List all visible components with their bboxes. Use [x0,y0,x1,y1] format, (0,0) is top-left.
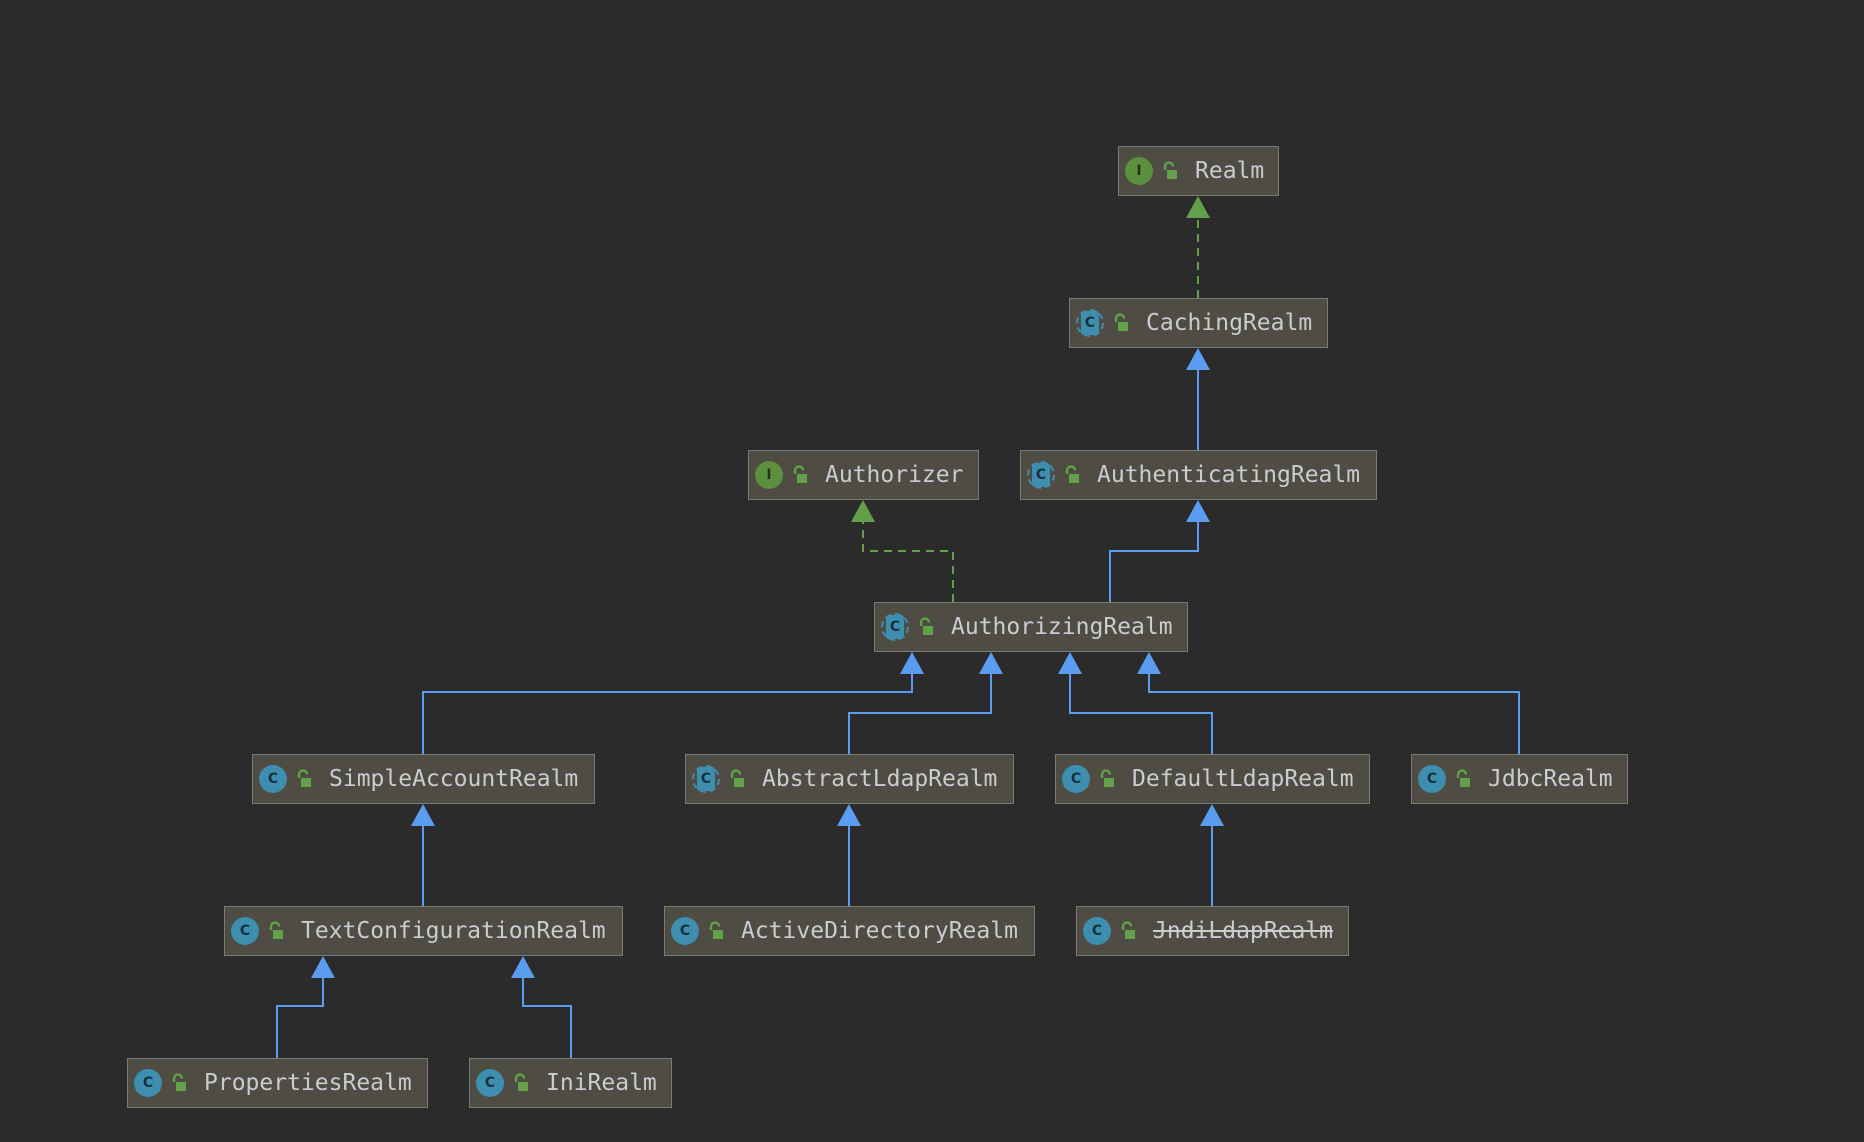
class-name: JdbcRealm [1488,766,1613,792]
class-name: PropertiesRealm [204,1070,412,1096]
edge-properties-to-textconfig [276,956,335,1058]
public-lock-icon [789,464,811,486]
class-name: JndiLdapRealm [1153,918,1334,944]
edge-arrowhead [1137,652,1161,674]
class-name: Realm [1195,158,1265,184]
class-node-jdbc[interactable]: C JdbcRealm [1411,754,1628,804]
edge-line [1109,522,1199,602]
class-node-activedirectory[interactable]: C ActiveDirectoryRealm [664,906,1035,956]
interface-icon: I [755,461,783,489]
public-lock-icon [293,768,315,790]
public-lock-icon [915,616,937,638]
class-node-abstractldap[interactable]: C AbstractLdapRealm [685,754,1014,804]
edge-arrowhead [837,804,861,826]
class-name: DefaultLdapRealm [1132,766,1354,792]
edge-arrowhead [1058,652,1082,674]
public-lock-icon [1117,920,1139,942]
edge-jdbc-to-authorizing [1137,652,1520,754]
class-node-authenticating[interactable]: C AuthenticatingRealm [1020,450,1377,500]
class-name: AbstractLdapRealm [762,766,998,792]
edge-line [862,522,954,602]
public-lock-icon [1096,768,1118,790]
class-icon: C [1062,765,1090,793]
class-node-realm[interactable]: I Realm [1118,146,1279,196]
edge-simpleaccount-to-authorizing [422,652,924,754]
kind-letter: C [1032,463,1050,487]
class-icon: C [259,765,287,793]
edge-arrowhead [1186,196,1210,218]
public-lock-icon [705,920,727,942]
class-node-authorizer[interactable]: I Authorizer [748,450,979,500]
class-name: IniRealm [546,1070,657,1096]
edge-arrowhead [979,652,1003,674]
class-icon: C [134,1069,162,1097]
class-node-defaultldap[interactable]: C DefaultLdapRealm [1055,754,1370,804]
class-node-jndildap[interactable]: C JndiLdapRealm [1076,906,1349,956]
edge-arrowhead [851,500,875,522]
edge-arrowhead [900,652,924,674]
class-icon: C [231,917,259,945]
kind-letter: C [697,767,715,791]
interface-icon: I [1125,157,1153,185]
edge-jndildap-to-defaultldap [1200,804,1224,906]
edge-textconfig-to-simpleaccount [411,804,435,906]
edge-arrowhead [1186,500,1210,522]
class-node-caching[interactable]: C CachingRealm [1069,298,1328,348]
edge-defaultldap-to-authorizing [1058,652,1213,754]
public-lock-icon [1452,768,1474,790]
public-lock-icon [510,1072,532,1094]
edge-line [848,674,992,754]
class-node-ini[interactable]: C IniRealm [469,1058,672,1108]
abstract-class-icon: C [881,613,909,641]
class-icon: C [1418,765,1446,793]
kind-letter: C [1081,311,1099,335]
class-name: AuthorizingRealm [951,614,1173,640]
edge-arrowhead [1186,348,1210,370]
edge-line [422,674,913,754]
class-node-properties[interactable]: C PropertiesRealm [127,1058,428,1108]
class-name: AuthenticatingRealm [1097,462,1361,488]
public-lock-icon [1061,464,1083,486]
edge-line [276,978,324,1058]
edge-arrowhead [511,956,535,978]
edge-ini-to-textconfig [511,956,572,1058]
abstract-class-icon: C [1027,461,1055,489]
edge-arrowhead [311,956,335,978]
edge-activedirectory-to-abstractldap [837,804,861,906]
abstract-class-icon: C [1076,309,1104,337]
class-icon: C [1083,917,1111,945]
class-name: TextConfigurationRealm [301,918,606,944]
class-name: Authorizer [825,462,964,488]
edge-authorizing-to-authenticating [1109,500,1210,602]
class-name: CachingRealm [1146,310,1313,336]
class-node-textconfig[interactable]: C TextConfigurationRealm [224,906,623,956]
public-lock-icon [265,920,287,942]
edge-line [1069,674,1213,754]
edge-caching-to-realm [1186,196,1210,298]
edge-arrowhead [1200,804,1224,826]
edge-abstractldap-to-authorizing [848,652,1003,754]
abstract-class-icon: C [692,765,720,793]
public-lock-icon [726,768,748,790]
edge-authenticating-to-caching [1186,348,1210,450]
public-lock-icon [168,1072,190,1094]
edge-arrowhead [411,804,435,826]
class-node-authorizing[interactable]: C AuthorizingRealm [874,602,1188,652]
edge-authorizing-to-authorizer [851,500,954,602]
class-icon: C [671,917,699,945]
public-lock-icon [1159,160,1181,182]
public-lock-icon [1110,312,1132,334]
class-name: ActiveDirectoryRealm [741,918,1018,944]
edge-line [1148,674,1520,754]
class-name: SimpleAccountRealm [329,766,579,792]
kind-letter: C [886,615,904,639]
class-node-simpleaccount[interactable]: C SimpleAccountRealm [252,754,595,804]
class-icon: C [476,1069,504,1097]
edge-line [522,978,572,1058]
